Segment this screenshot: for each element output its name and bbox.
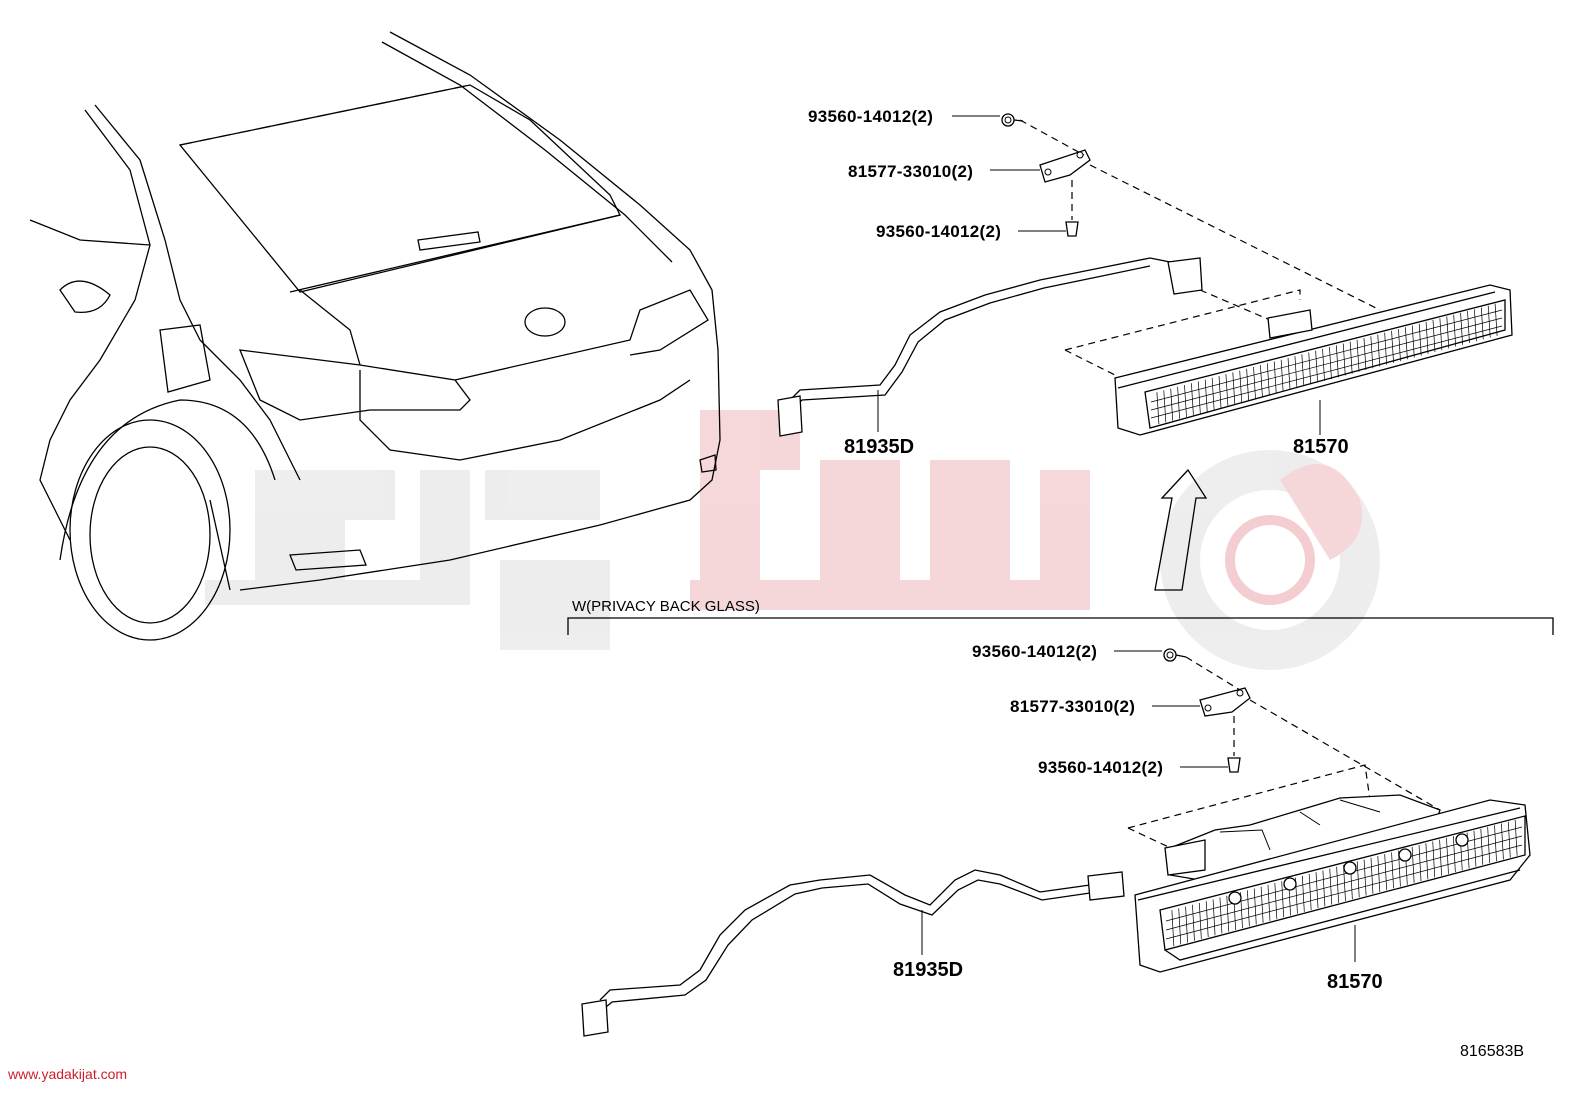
variant-note: W(PRIVACY BACK GLASS): [572, 598, 760, 615]
lower-high-mount-stop-lamp: [1134, 794, 1531, 973]
lower-bracket-label: 81577-33010(2): [1010, 697, 1135, 716]
lower-bolt-bottom-label: 93560-14012(2): [1038, 758, 1163, 777]
upper-bolt-top-label: 93560-14012(2): [808, 107, 933, 126]
lower-bolt-top-label: 93560-14012(2): [972, 642, 1097, 661]
lower-bolt-top-icon: [1163, 648, 1187, 662]
watermark-logo: [205, 410, 1380, 670]
watermark-url: www.yadakijat.com: [7, 1066, 127, 1082]
lower-bracket-icon: [1199, 687, 1251, 717]
lower-bolt-bottom-icon: [1227, 757, 1241, 773]
upper-wire-label: 81935D: [844, 436, 914, 458]
upper-wire-harness: [777, 257, 1203, 437]
upper-bolt-top-icon: [1001, 113, 1024, 127]
lower-wire-harness: [581, 869, 1125, 1037]
lower-lamp-label: 81570: [1327, 971, 1383, 993]
lower-wire-label: 81935D: [893, 959, 963, 981]
upper-lamp-label: 81570: [1293, 436, 1349, 458]
upper-bolt-bottom-icon: [1065, 221, 1079, 237]
upper-high-mount-stop-lamp: [1114, 284, 1513, 436]
diagram-code: 816583B: [1460, 1043, 1524, 1060]
variant-bracket: [567, 617, 1554, 635]
up-arrow-icon: [1154, 468, 1208, 591]
upper-bolt-bottom-label: 93560-14012(2): [876, 222, 1001, 241]
upper-lamp-lens-pattern: [1150, 303, 1503, 425]
upper-bracket-label: 81577-33010(2): [848, 162, 973, 181]
vehicle-rear-outline: [29, 31, 721, 641]
upper-bracket-icon: [1039, 149, 1091, 183]
